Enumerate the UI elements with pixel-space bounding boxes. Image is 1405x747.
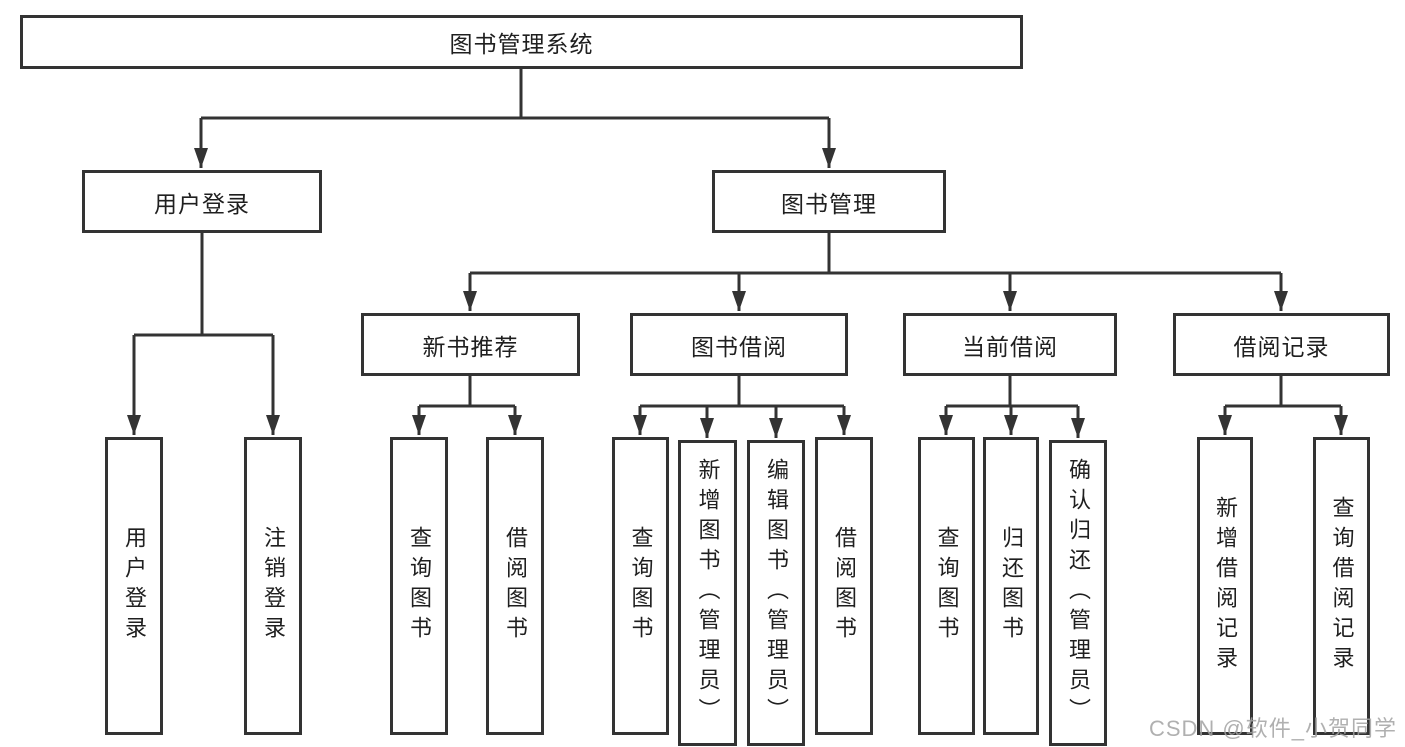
leaf-edit-book-admin-label: 编辑图书（管理员）: [764, 458, 789, 728]
leaf-edit-book-admin: 编辑图书（管理员）: [747, 440, 805, 746]
leaf-confirm-return-admin: 确认归还（管理员）: [1049, 440, 1107, 746]
leaf-query-borrow-record: 查询借阅记录: [1313, 437, 1370, 735]
leaf-logout-label: 注销登录: [261, 526, 286, 646]
node-book-management: 图书管理: [712, 170, 946, 233]
node-book-borrowing: 图书借阅: [630, 313, 848, 376]
csdn-watermark: CSDN @软件_小贺同学: [1148, 716, 1397, 741]
leaf-add-book-admin-label: 新增图书（管理员）: [695, 458, 721, 728]
connector-root: [194, 69, 836, 168]
node-current-borrowing: 当前借阅: [903, 313, 1117, 376]
leaf-query-books-current: 查询图书: [918, 437, 975, 735]
leaf-borrow-books-borrowing-label: 借阅图书: [832, 526, 857, 646]
leaf-user-login-label: 用户登录: [122, 526, 147, 646]
leaf-borrow-books-borrowing: 借阅图书: [815, 437, 873, 735]
leaf-add-book-admin: 新增图书（管理员）: [678, 440, 737, 746]
leaf-query-books-current-label: 查询图书: [934, 526, 960, 646]
connector-book-borrowing: [633, 376, 851, 438]
leaf-add-borrow-record: 新增借阅记录: [1197, 437, 1253, 735]
node-user-login: 用户登录: [82, 170, 322, 233]
leaf-borrow-books-recommend: 借阅图书: [486, 437, 544, 735]
leaf-query-borrow-record-label: 查询借阅记录: [1329, 496, 1355, 676]
leaf-add-borrow-record-label: 新增借阅记录: [1213, 496, 1238, 676]
connector-book-management: [463, 233, 1288, 311]
node-root: 图书管理系统: [20, 15, 1023, 69]
connector-new-book-recommend: [412, 376, 522, 435]
leaf-return-book: 归还图书: [983, 437, 1039, 735]
leaf-query-books-recommend: 查询图书: [390, 437, 448, 735]
connector-user-login: [127, 233, 280, 435]
node-borrowing-records: 借阅记录: [1173, 313, 1390, 376]
connector-borrowing-records: [1218, 376, 1348, 435]
leaf-query-books-recommend-label: 查询图书: [407, 526, 432, 646]
connector-current-borrowing: [939, 376, 1085, 438]
leaf-logout: 注销登录: [244, 437, 302, 735]
leaf-query-books-borrowing-label: 查询图书: [628, 526, 654, 646]
leaf-borrow-books-recommend-label: 借阅图书: [503, 526, 528, 646]
leaf-return-book-label: 归还图书: [999, 526, 1024, 646]
node-new-book-recommend: 新书推荐: [361, 313, 580, 376]
leaf-query-books-borrowing: 查询图书: [612, 437, 669, 735]
leaf-confirm-return-admin-label: 确认归还（管理员）: [1066, 458, 1091, 728]
leaf-user-login: 用户登录: [105, 437, 163, 735]
